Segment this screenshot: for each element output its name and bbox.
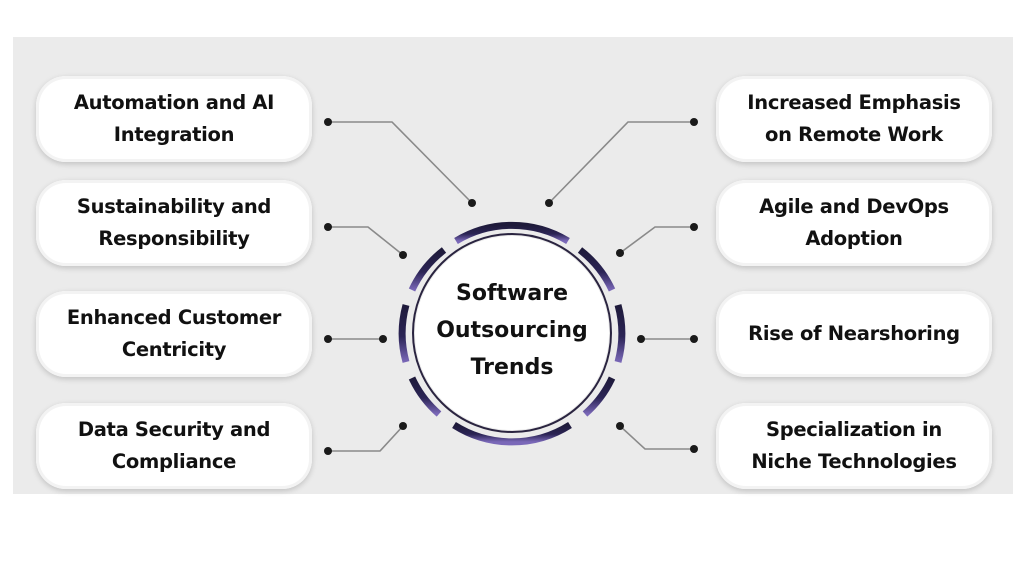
card-text-line: Adoption (805, 227, 903, 250)
card-text-line: on Remote Work (765, 123, 943, 146)
center-circle (415, 236, 609, 430)
trend-card-niche-technologies: Specialization in Niche Technologies (716, 403, 992, 489)
card-text-line: Specialization in (765, 418, 943, 441)
center-inner-ring (412, 233, 612, 433)
trend-card-automation-ai: Automation and AI Integration (36, 76, 312, 162)
center-title-line: Software (456, 281, 568, 306)
card-text-line: Centricity (121, 338, 227, 361)
card-text-line: Responsibility (98, 227, 250, 250)
center-title: Software Outsourcing Trends (412, 275, 612, 386)
segmented-ring (398, 221, 626, 446)
center-title-line: Trends (470, 355, 554, 380)
card-text-line: Data Security and (77, 418, 271, 441)
center-title-line: Outsourcing (436, 318, 588, 343)
connector-dots (324, 118, 698, 455)
card-text-line: Sustainability and (76, 195, 272, 218)
card-text-line: Niche Technologies (751, 450, 957, 473)
card-text-line: Increased Emphasis (747, 91, 961, 114)
card-text-line: Agile and DevOps (759, 195, 949, 218)
connector-lines (328, 121, 694, 452)
card-text-line: Automation and AI (73, 91, 275, 114)
card-text-line: Enhanced Customer (66, 306, 282, 329)
trend-card-remote-work: Increased Emphasis on Remote Work (716, 76, 992, 162)
trend-card-nearshoring: Rise of Nearshoring (716, 291, 992, 377)
card-text-line: Compliance (111, 450, 237, 473)
card-text-line: Integration (113, 123, 235, 146)
card-text-line: Rise of Nearshoring (748, 322, 960, 345)
